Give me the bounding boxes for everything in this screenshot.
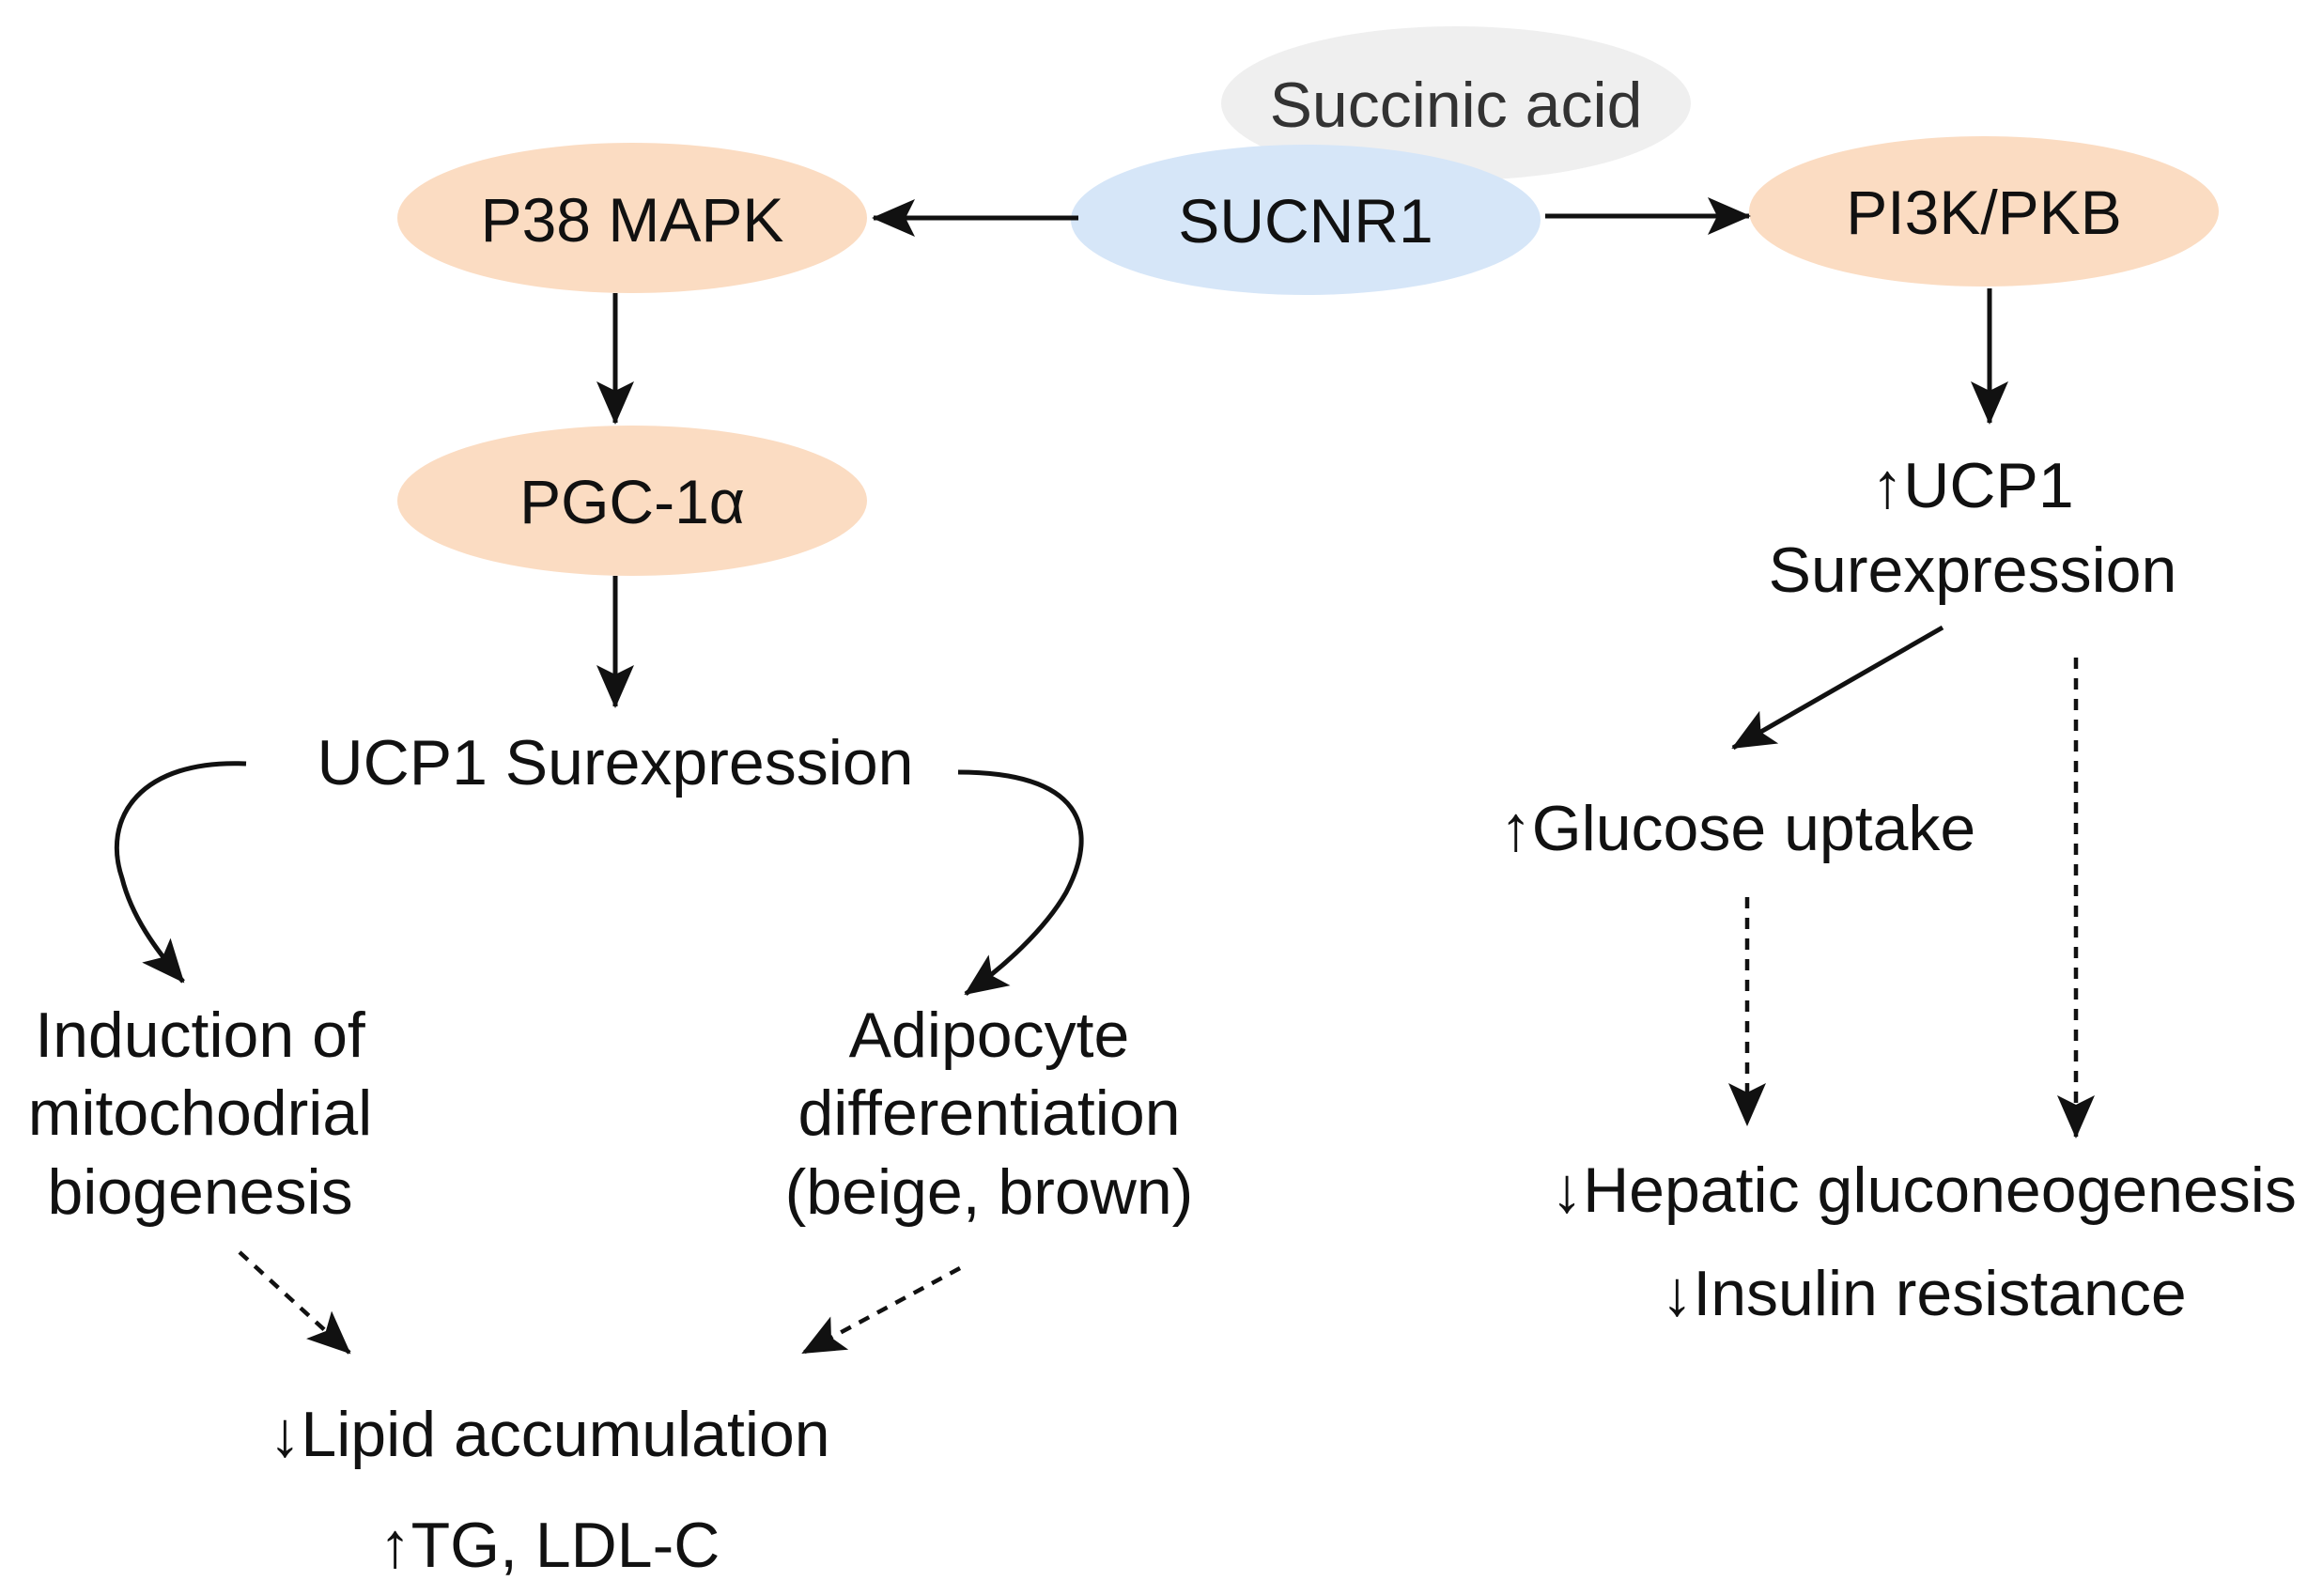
right-ucp1-label: ↑UCP1 Surexpression [1769, 450, 2177, 606]
succinic-acid-node: Succinic acid [1221, 26, 1691, 180]
glucose-uptake-label: ↑Glucose uptake [1500, 793, 1976, 864]
dashed-arrow-adipocyte-to-lipid [801, 1266, 962, 1355]
p38-mapk-ellipse [397, 143, 867, 293]
sucnr1-node: SUCNR1 [1071, 145, 1541, 295]
adipocyte-line-1: Adipocyte [849, 999, 1130, 1071]
p38-mapk-node: P38 MAPK [397, 143, 867, 293]
succinic-acid-ellipse [1221, 26, 1691, 180]
pi3k-pkb-label: PI3K/PKB [1846, 178, 2122, 247]
mito-line-3: biogenesis [47, 1156, 352, 1228]
dashed-arrow-mito-to-lipid [238, 1250, 351, 1355]
pi3k-pkb-ellipse [1749, 136, 2219, 287]
mito-biogenesis-label: Induction of mitochodrial biogenesis [28, 999, 373, 1228]
hepatic-gluconeogenesis-label: ↓Hepatic gluconeogenesis [1551, 1154, 2297, 1226]
right-ucp1-line-2: Surexpression [1769, 535, 2177, 606]
adipocyte-line-2: differentiation [798, 1077, 1180, 1149]
p38-mapk-label: P38 MAPK [481, 185, 784, 255]
pgc1a-ellipse [397, 426, 867, 576]
tg-ldlc-label: ↑TG, LDL-C [379, 1510, 720, 1581]
mito-line-1: Induction of [35, 999, 365, 1071]
mito-line-2: mitochodrial [28, 1077, 373, 1149]
sucnr1-label: SUCNR1 [1178, 186, 1433, 256]
lipid-accumulation-label: ↓Lipid accumulation [269, 1399, 829, 1470]
arrow-ucp1-to-mito [114, 761, 247, 984]
pgc1a-node: PGC-1α [397, 426, 867, 576]
adipocyte-line-3: (beige, brown) [785, 1156, 1194, 1228]
insulin-resistance-label: ↓Insulin resistance [1661, 1258, 2186, 1329]
sucnr1-ellipse [1071, 145, 1541, 295]
right-ucp1-line-1: ↑UCP1 [1871, 450, 2073, 521]
succinic-acid-label: Succinic acid [1270, 70, 1643, 141]
left-ucp1-label: UCP1 Surexpression [317, 727, 914, 798]
pi3k-pkb-node: PI3K/PKB [1749, 136, 2219, 287]
adipocyte-differentiation-label: Adipocyte differentiation (beige, brown) [785, 999, 1194, 1228]
arrow-ucp1-to-glucose [1731, 625, 1944, 751]
pgc1a-label: PGC-1α [519, 467, 745, 536]
arrow-ucp1-to-adipocyte [957, 769, 1084, 997]
